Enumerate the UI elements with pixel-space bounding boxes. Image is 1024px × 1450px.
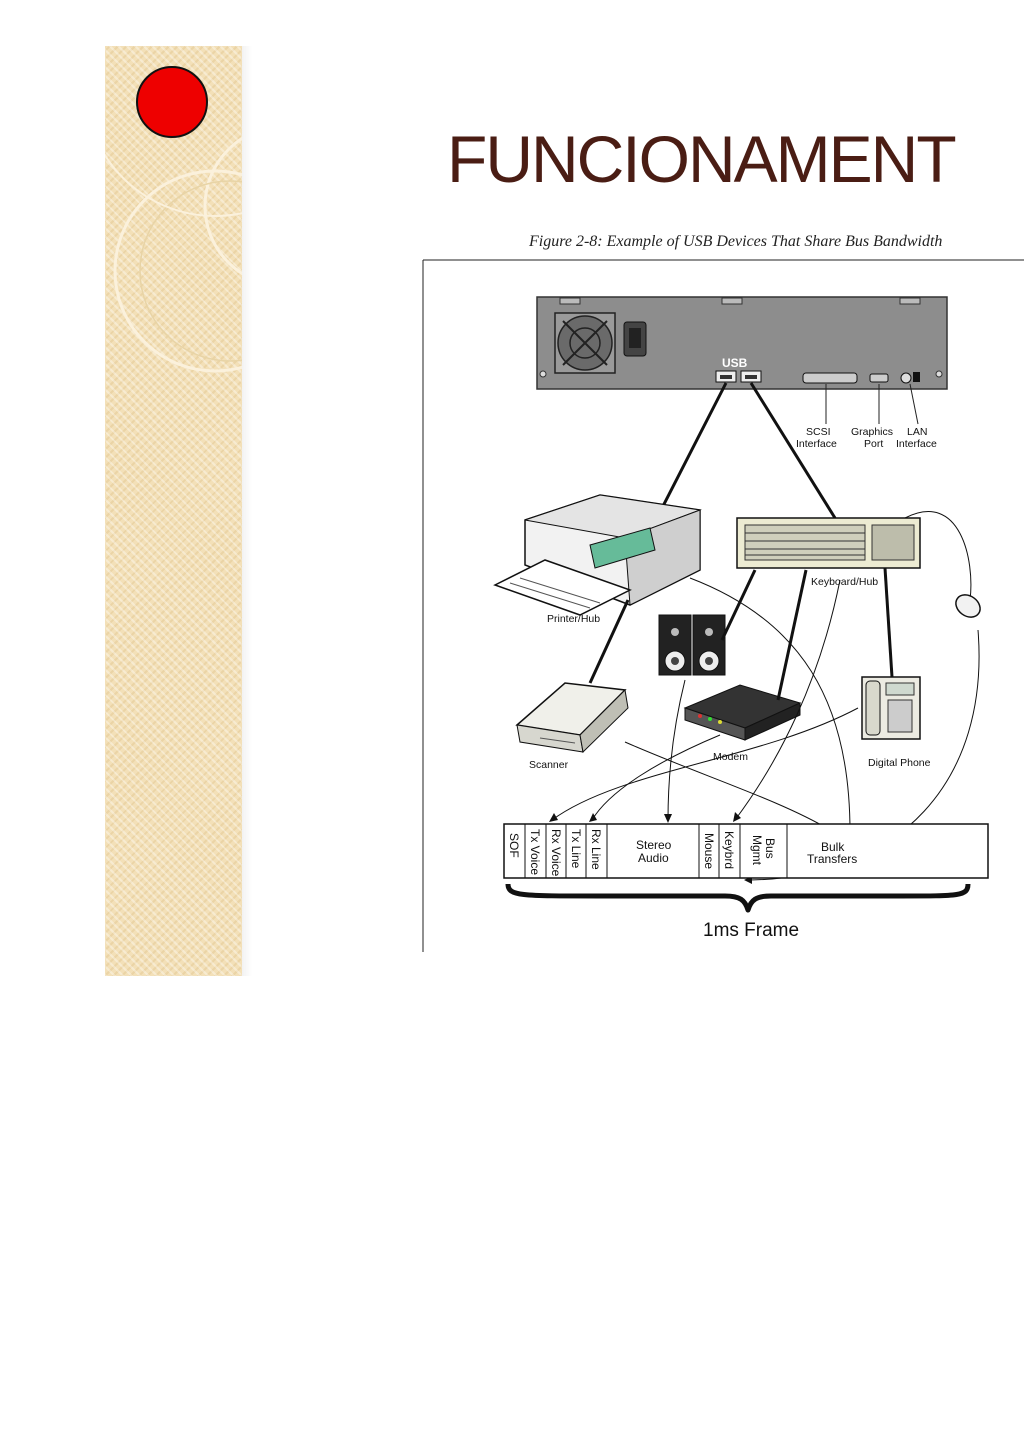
- usb-label: USB: [722, 356, 748, 370]
- slot-bulk-2: Transfers: [807, 852, 857, 866]
- frame-label: 1ms Frame: [703, 920, 799, 941]
- graphics-port-icon: [869, 373, 889, 383]
- slot-bus-2: Mgmt: [750, 835, 764, 866]
- slot-sof: SOF: [507, 833, 521, 858]
- slot-bulk-1: Bulk: [821, 840, 845, 854]
- slot-rx-line: Rx Line: [589, 829, 603, 870]
- usb-frame: [503, 823, 989, 879]
- slot-mouse: Mouse: [702, 833, 716, 869]
- speakers-icon: [658, 614, 726, 676]
- red-bullet-icon: [136, 66, 208, 138]
- lan-port-icon: [900, 372, 912, 384]
- scsi-label-1: SCSI: [806, 426, 831, 438]
- data-flow-arrows: [551, 577, 980, 881]
- figure-caption: Figure 2-8: Example of USB Devices That …: [528, 233, 942, 250]
- scanner-icon: [515, 682, 629, 754]
- slide-title: FUNCIONAMENT: [447, 122, 957, 196]
- modem-label: Modem: [713, 751, 748, 763]
- printer-label: Printer/Hub: [547, 613, 600, 625]
- slot-stereo-2: Audio: [638, 851, 669, 865]
- keyboard-hub-icon: [736, 517, 921, 569]
- lan-label-2: Interface: [896, 438, 937, 450]
- slot-rx-voice: Rx Voice: [549, 829, 563, 877]
- frame-brace: [505, 883, 971, 913]
- slide: FUNCIONAMENT: [105, 46, 1024, 976]
- scsi-label-2: Interface: [796, 438, 837, 450]
- fan-icon: [554, 312, 616, 374]
- decorative-sidebar: [105, 46, 367, 976]
- scsi-port-icon: [802, 372, 858, 384]
- scanner-label: Scanner: [529, 759, 569, 771]
- phone-label: Digital Phone: [868, 757, 931, 769]
- digital-phone-icon: [861, 676, 921, 740]
- slot-bus-1: Bus: [763, 838, 777, 859]
- lan-label-1: LAN: [907, 426, 927, 438]
- slot-stereo-1: Stereo: [636, 838, 672, 852]
- graphics-label-1: Graphics: [851, 426, 893, 438]
- slot-tx-voice: Tx Voice: [528, 829, 542, 875]
- modem-icon: [683, 684, 802, 741]
- slot-tx-line: Tx Line: [569, 829, 583, 869]
- mouse-icon: [955, 594, 981, 618]
- slot-keybrd: Keybrd: [722, 831, 736, 869]
- printer-hub-icon: [493, 494, 702, 616]
- keyboard-label: Keyboard/Hub: [811, 576, 878, 588]
- graphics-label-2: Port: [864, 438, 883, 450]
- computer-back-panel: USB: [536, 296, 948, 390]
- sidebar-shadow: [242, 46, 252, 976]
